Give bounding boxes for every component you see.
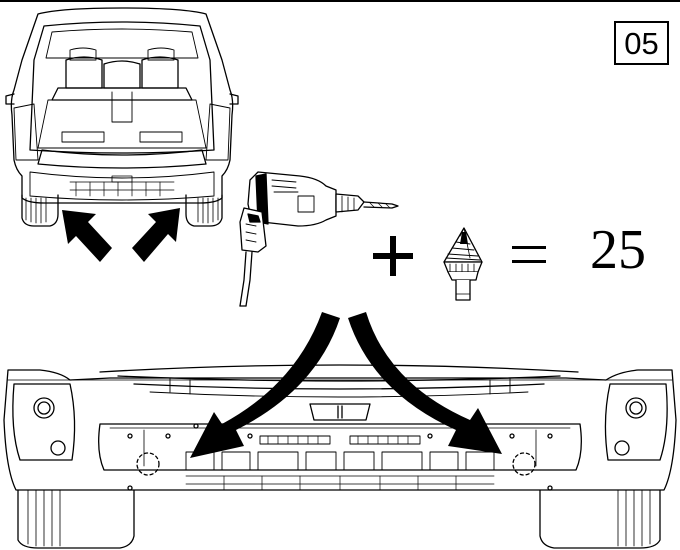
car-rear-view-icon <box>5 7 239 227</box>
step-drill-bit-icon <box>443 227 483 301</box>
step-number-box: 05 <box>614 21 669 65</box>
arrow-icon <box>62 208 180 262</box>
drill-icon <box>239 171 399 307</box>
plus-operator <box>373 236 413 276</box>
rear-bumper-closeup <box>3 364 677 549</box>
top-rule <box>0 0 680 2</box>
equals-operator <box>512 246 546 263</box>
drill-location-marker-icon <box>136 452 536 476</box>
drill-bit-size: 25 <box>590 219 646 281</box>
step-number: 05 <box>624 25 659 61</box>
arrow-icon <box>190 312 502 458</box>
